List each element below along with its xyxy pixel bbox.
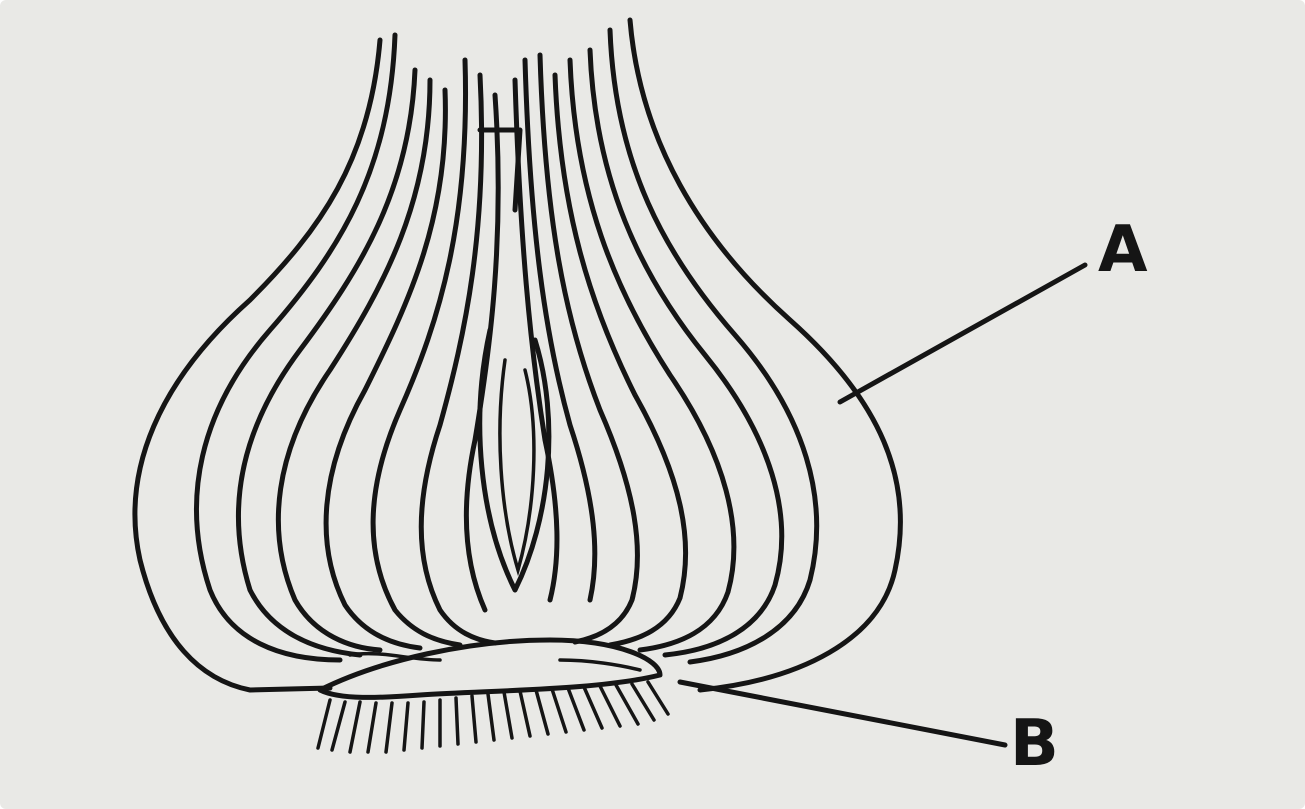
leader-line-a	[840, 265, 1085, 402]
inner-scale-leaves	[197, 30, 817, 662]
label-b: B	[1010, 712, 1059, 776]
leader-line-b	[680, 682, 1005, 745]
label-a: A	[1098, 218, 1148, 282]
